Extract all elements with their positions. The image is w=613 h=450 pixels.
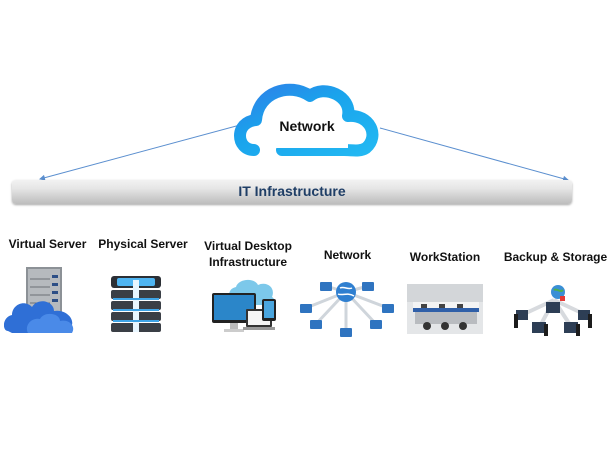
component-network: Network [300,247,395,263]
cloud-icon [234,83,379,157]
bar-label: IT Infrastructure [238,183,346,199]
it-infrastructure-bar: IT Infrastructure [12,180,572,204]
component-virtual-server: Virtual Server [0,236,95,252]
top-node-label: Network [279,118,335,134]
component-vdi: Virtual Desktop Infrastructure [198,238,298,270]
top-network-node: Network [232,78,382,158]
component-label: Network [323,248,372,262]
component-label: WorkStation [409,250,481,264]
devices-icon [212,279,276,332]
backup-storage-icon [514,285,592,336]
component-label: Virtual Server [8,237,87,251]
component-label: Virtual Desktop Infrastructure [204,239,292,269]
component-label: Physical Server [98,237,188,251]
component-label: Backup & Storage [503,250,608,264]
workstation-icon [407,284,483,334]
component-workstation: WorkStation [400,249,490,265]
component-backup-storage: Backup & Storage [498,249,613,265]
arrow-right [379,127,569,182]
arrow-left [39,124,241,181]
server-cloud-icon [4,267,74,333]
network-globe-icon [300,282,394,337]
server-stack-icon [111,276,161,332]
component-physical-server: Physical Server [93,236,193,252]
